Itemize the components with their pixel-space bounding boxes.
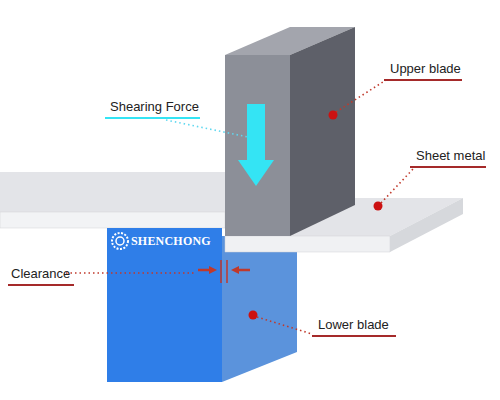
label-underline [8,284,74,286]
label-underline [384,79,462,81]
part-label: Upper blade [390,61,461,77]
sheet-side [390,198,463,252]
brand-logo-text: SHENCHONG [131,234,211,248]
upper-blade-side [290,27,355,236]
label-underline [410,166,486,168]
force-label: Shearing Force [110,99,199,115]
part-label: Lower blade [318,317,389,333]
dimension-label: Clearance [11,266,70,282]
clearance-mark [220,260,222,283]
callout-dot [249,311,258,320]
clearance-arrow [231,266,239,274]
lower-blade-front [107,228,222,382]
logo-gear [116,237,124,245]
label-underline [105,117,200,119]
callout-dot [374,202,383,211]
part-label: Sheet metal [416,148,485,164]
upper-blade-front [225,55,290,236]
callout-dot [329,111,338,120]
label-underline [312,335,396,337]
lower-blade-side [222,236,297,382]
sheet-edge [225,236,390,252]
sheet-edge [0,212,225,228]
clearance-arrow [198,269,210,272]
logo-gear [112,233,128,249]
force-arrow [247,104,265,162]
clearance-mark [226,260,228,283]
leader-lines [66,80,414,334]
clearance-arrow [209,266,217,274]
force-arrow-head [238,160,274,186]
clearance-arrow [238,269,250,272]
